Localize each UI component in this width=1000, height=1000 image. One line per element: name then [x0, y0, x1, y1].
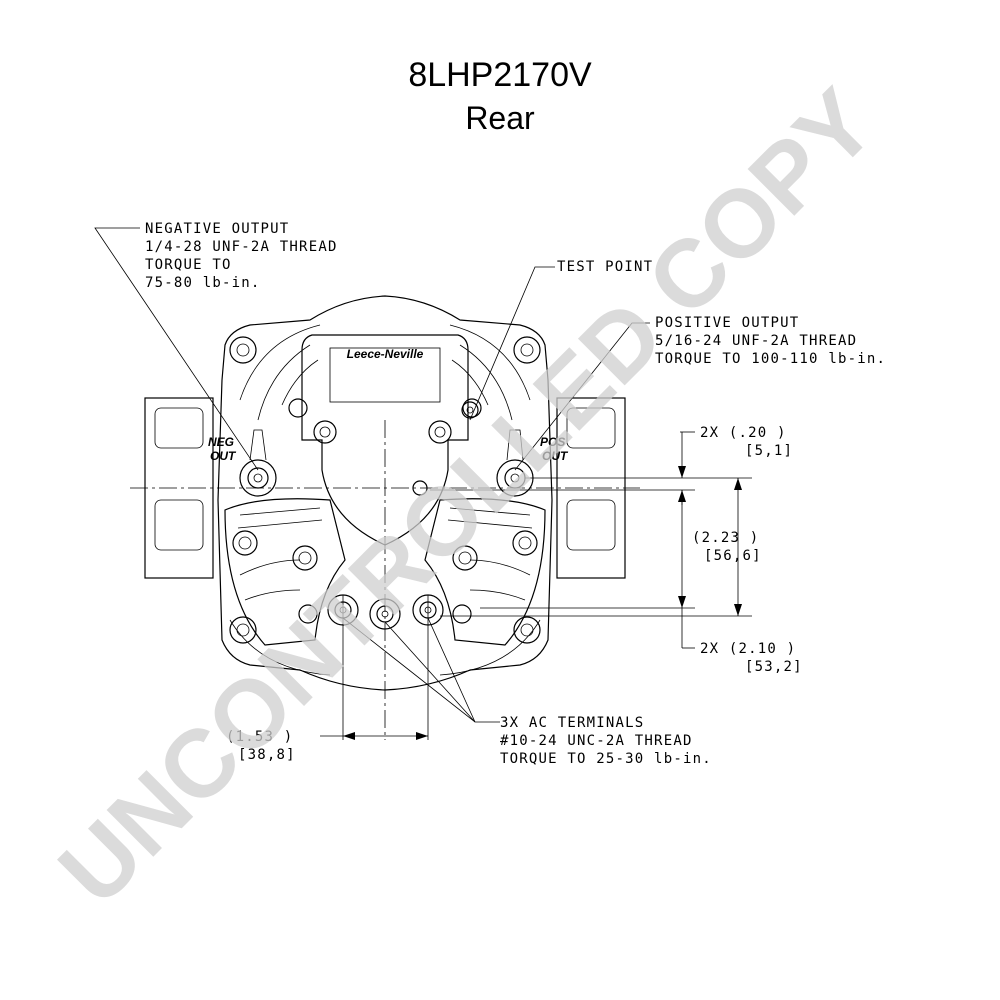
neg-callout-line-2: 1/4-28 UNF-2A THREAD: [145, 239, 338, 255]
dim-d1-inch: 2X (.20 ): [700, 425, 787, 441]
left-mounting-rail: [144, 397, 214, 579]
regulator-cover: Leece-Neville: [301, 334, 469, 546]
pos-label-2: OUT: [542, 449, 569, 463]
pos-callout-line-3: TORQUE TO 100-110 lb-in.: [655, 351, 886, 367]
callout-test-point: TEST POINT: [557, 259, 653, 275]
dimension-labels: 2X (.20 ) [5,1] (2.23 ) [56,6] 2X (2.10 …: [226, 425, 803, 763]
test-point-callout-line-1: TEST POINT: [557, 259, 653, 275]
pos-callout-line-2: 5/16-24 UNF-2A THREAD: [655, 333, 857, 349]
ac-callout-line-2: #10-24 UNC-2A THREAD: [500, 733, 693, 749]
left-rectifier-heatsink: [224, 498, 346, 646]
neg-callout-line-3: TORQUE TO: [145, 257, 232, 273]
dim-d3-inch: 2X (2.10 ): [700, 641, 796, 657]
neg-label-1: NEG: [208, 435, 234, 449]
dim-d2-mm: [56,6]: [704, 548, 762, 564]
ac-callout-line-1: 3X AC TERMINALS: [500, 715, 644, 731]
neg-callout-line-1: NEGATIVE OUTPUT: [145, 221, 289, 237]
corner-mounting-ears: [229, 336, 541, 644]
brand-plate-text: Leece-Neville: [347, 347, 424, 361]
dim-d3-mm: [53,2]: [745, 659, 803, 675]
neg-label-2: OUT: [210, 449, 237, 463]
uncontrolled-copy-watermark: UNCONTROLLED COPY: [39, 69, 895, 925]
callout-positive-output: POSITIVE OUTPUT 5/16-24 UNF-2A THREAD TO…: [655, 315, 886, 367]
pos-label-1: POS: [540, 435, 565, 449]
callout-negative-output: NEGATIVE OUTPUT 1/4-28 UNF-2A THREAD TOR…: [145, 221, 338, 291]
callout-ac-terminals: 3X AC TERMINALS #10-24 UNC-2A THREAD TOR…: [500, 715, 712, 767]
right-mounting-rail: [556, 397, 626, 579]
right-rectifier-heatsink: [424, 498, 546, 646]
drawing-subtitle: Rear: [465, 100, 535, 136]
ac-callout-line-3: TORQUE TO 25-30 lb-in.: [500, 751, 712, 767]
pos-callout-line-1: POSITIVE OUTPUT: [655, 315, 799, 331]
negative-output-terminal: [239, 429, 277, 497]
dim-d4-mm: [38,8]: [238, 747, 296, 763]
leader-lines: [94, 227, 650, 723]
dim-d1-mm: [5,1]: [745, 443, 793, 459]
dimension-lines: [320, 431, 752, 740]
drawing-title: 8LHP2170V: [408, 56, 592, 94]
dim-d4-inch: (1.53 ): [226, 729, 293, 745]
dim-d2-inch: (2.23 ): [692, 530, 759, 546]
neg-callout-line-4: 75-80 lb-in.: [145, 275, 261, 291]
test-point-terminal: [461, 401, 479, 419]
